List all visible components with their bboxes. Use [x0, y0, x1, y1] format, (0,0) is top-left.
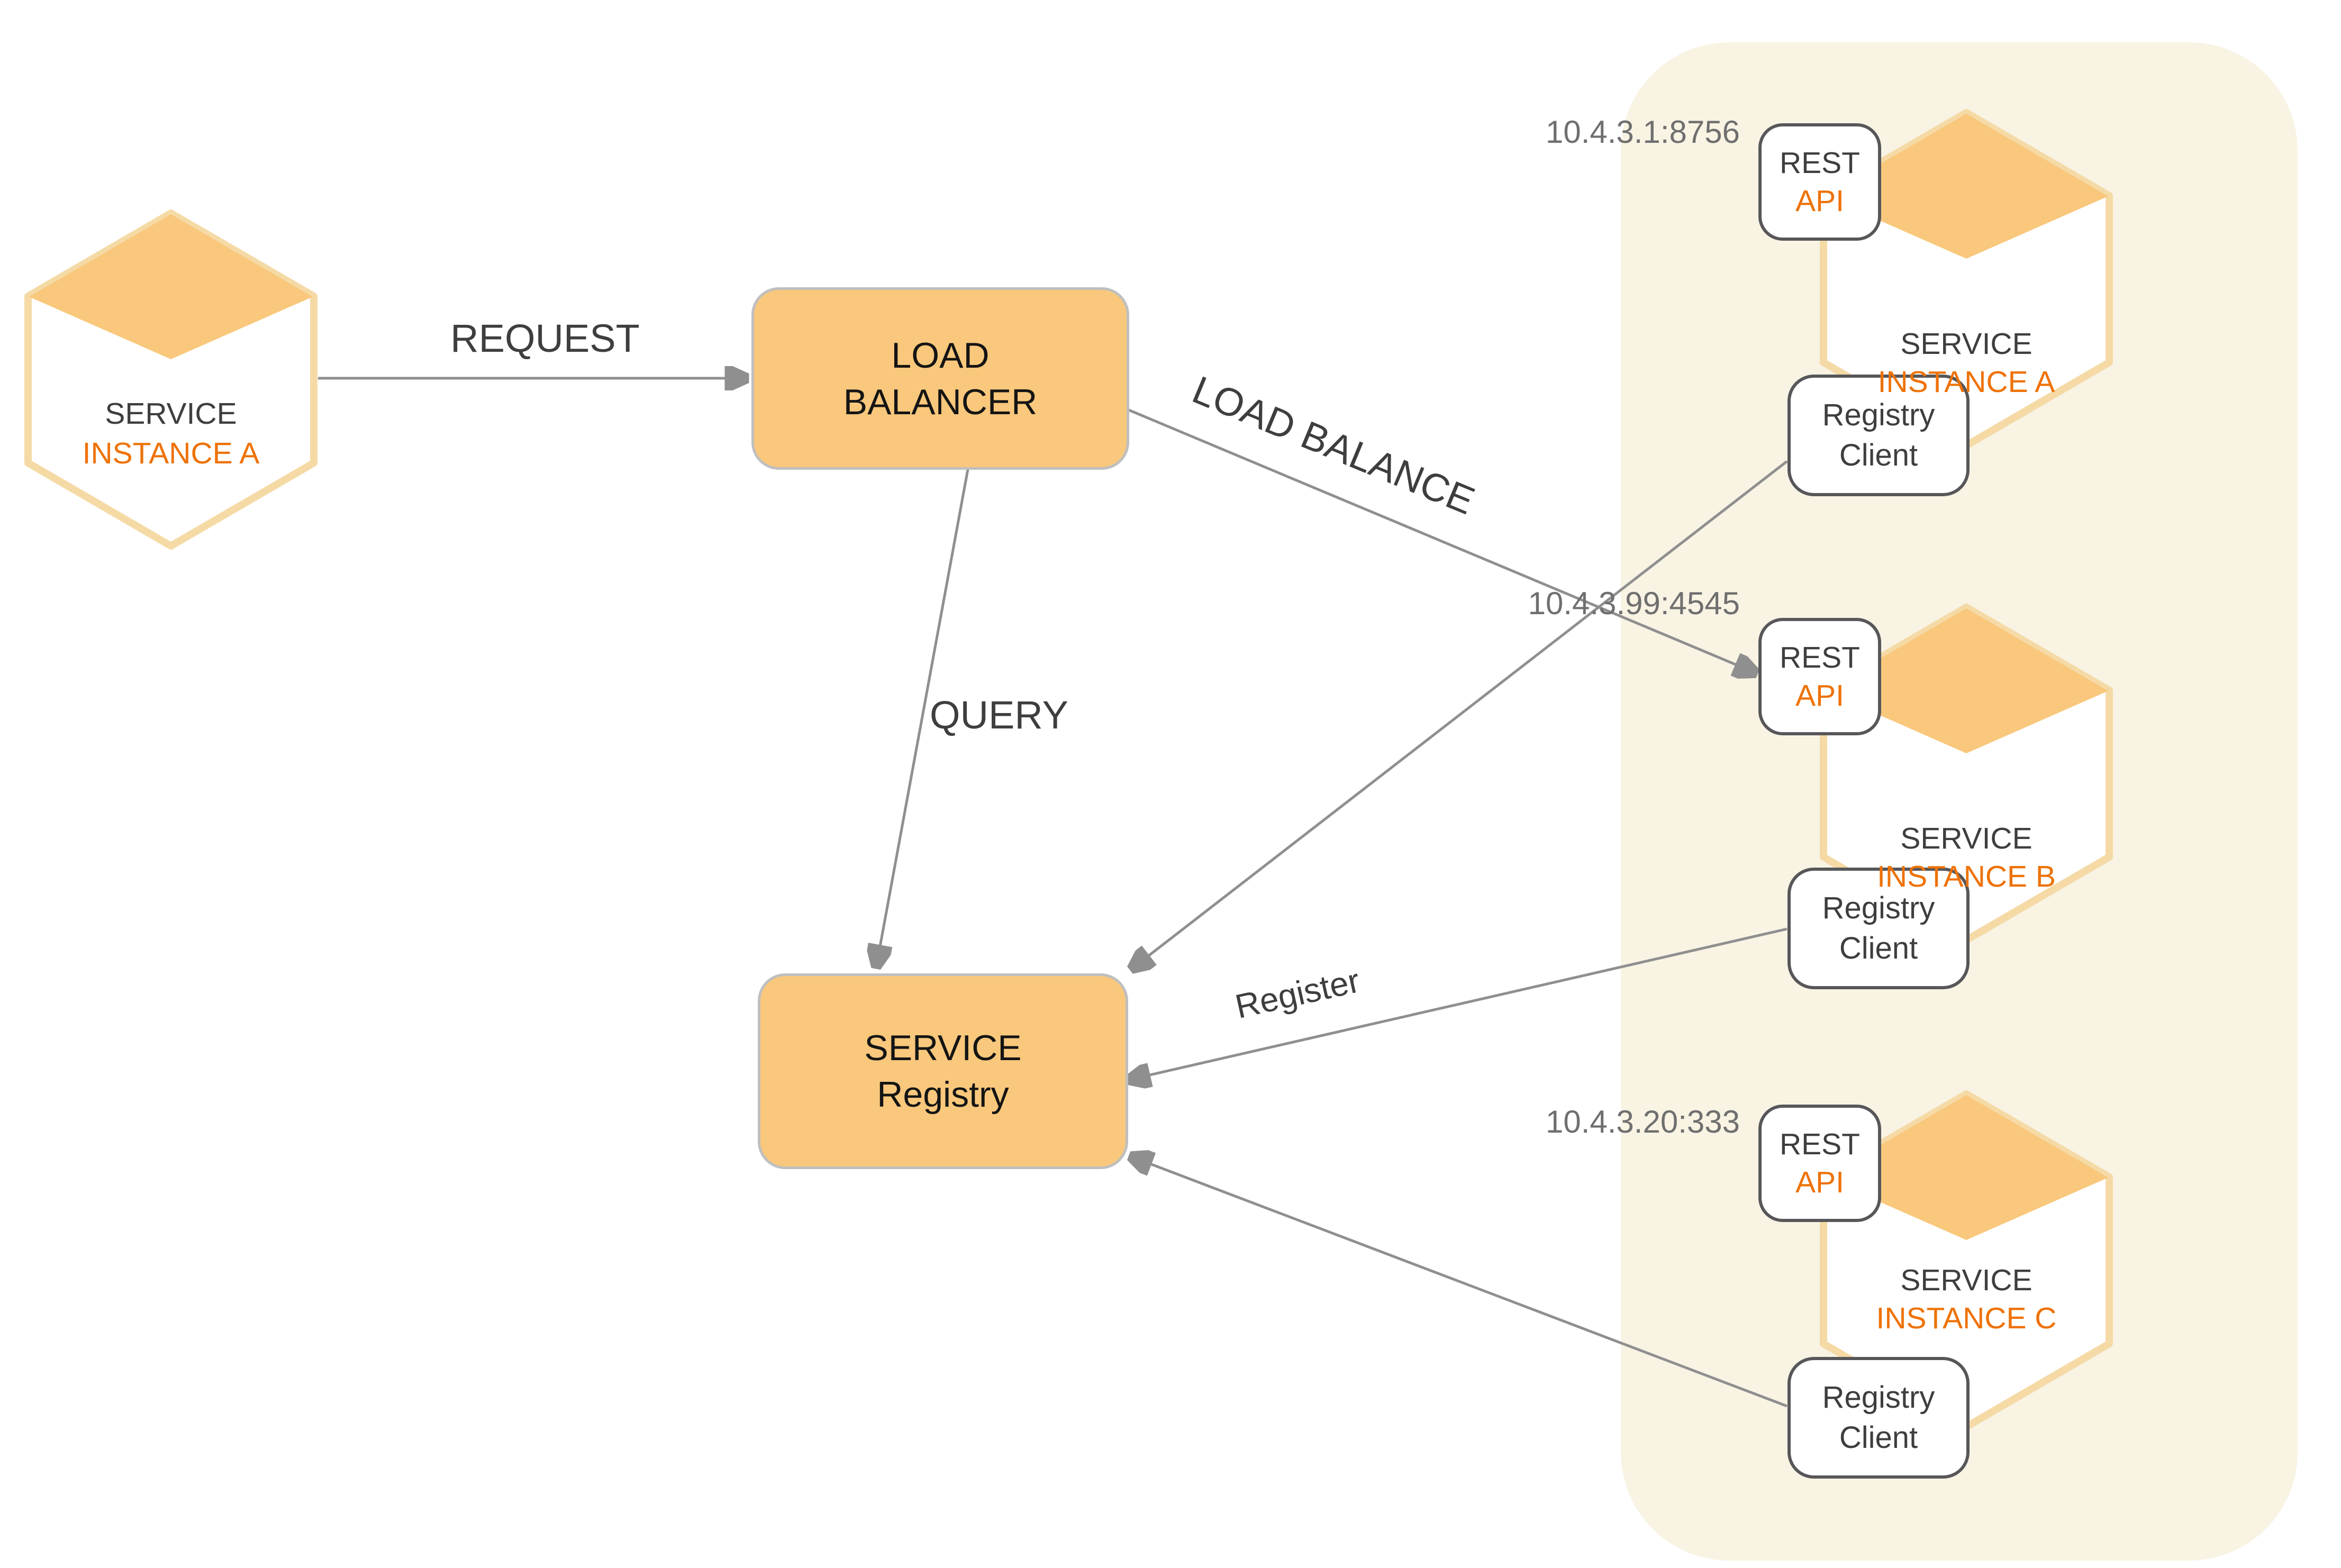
instance-a-rest-label: REST: [1779, 146, 1861, 180]
instance-c-api-label: API: [1795, 1165, 1844, 1199]
register-arrow-instance-c: [1133, 1157, 1787, 1408]
instance-c-instance-label: INSTANCE C: [1876, 1301, 2057, 1335]
instance-a-rest-api-box: REST API: [1758, 123, 1881, 241]
instance-a-registry-client-line2: Client: [1839, 438, 1918, 472]
instance-c-service-label: SERVICE: [1900, 1263, 2033, 1297]
load-balancer-label-line2: BALANCER: [843, 381, 1038, 422]
instance-c-registry-client-box: Registry Client: [1787, 1357, 1970, 1479]
instance-c-rest-label: REST: [1779, 1127, 1861, 1161]
load-balancer-label-line1: LOAD: [891, 335, 990, 376]
instance-a-ip-label: 10.4.3.1:8756: [1545, 114, 1740, 150]
instance-a-registry-client-box: Registry Client: [1787, 375, 1970, 496]
instance-b-ip-label: 10.4.3.99:4545: [1528, 586, 1740, 621]
instance-c-rest-api-box: REST API: [1758, 1105, 1881, 1222]
request-edge-label: REQUEST: [450, 316, 640, 360]
client-service-label: SERVICE: [105, 397, 237, 431]
service-registry-node: SERVICE Registry: [758, 973, 1128, 1169]
client-instance-label: INSTANCE A: [82, 436, 260, 470]
register-arrow-instance-a: [1134, 460, 1788, 967]
instance-a-api-label: API: [1795, 184, 1844, 218]
service-registry-label-line2: Registry: [877, 1074, 1009, 1115]
service-registry-label-line1: SERVICE: [864, 1028, 1022, 1068]
load-balance-arrow: [1124, 407, 1753, 672]
instance-b-rest-api-box: REST API: [1758, 618, 1881, 735]
instance-b-registry-client-line1: Registry: [1822, 891, 1935, 925]
instance-b-registry-client-line2: Client: [1839, 931, 1918, 965]
instance-a-instance-label: INSTANCE A: [1877, 365, 2055, 399]
register-arrow-instance-b: [1131, 927, 1787, 1079]
instance-b-api-label: API: [1795, 679, 1844, 713]
client-hexagon-icon: [24, 209, 317, 550]
instance-a-service-label: SERVICE: [1900, 327, 2033, 361]
load-balancer-node: LOAD BALANCER: [751, 287, 1129, 470]
query-edge-label: QUERY: [930, 693, 1068, 737]
instance-b-rest-label: REST: [1779, 641, 1861, 674]
instance-b-service-label: SERVICE: [1900, 822, 2033, 855]
instance-a-registry-client-line1: Registry: [1822, 398, 1935, 432]
instance-b-instance-label: INSTANCE B: [1877, 860, 2056, 894]
instance-b-registry-client-box: Registry Client: [1787, 868, 1970, 989]
query-arrow: [877, 466, 970, 964]
instance-c-registry-client-line2: Client: [1839, 1420, 1918, 1455]
instance-c-ip-label: 10.4.3.20:333: [1545, 1104, 1740, 1139]
instance-c-registry-client-line1: Registry: [1822, 1380, 1935, 1415]
